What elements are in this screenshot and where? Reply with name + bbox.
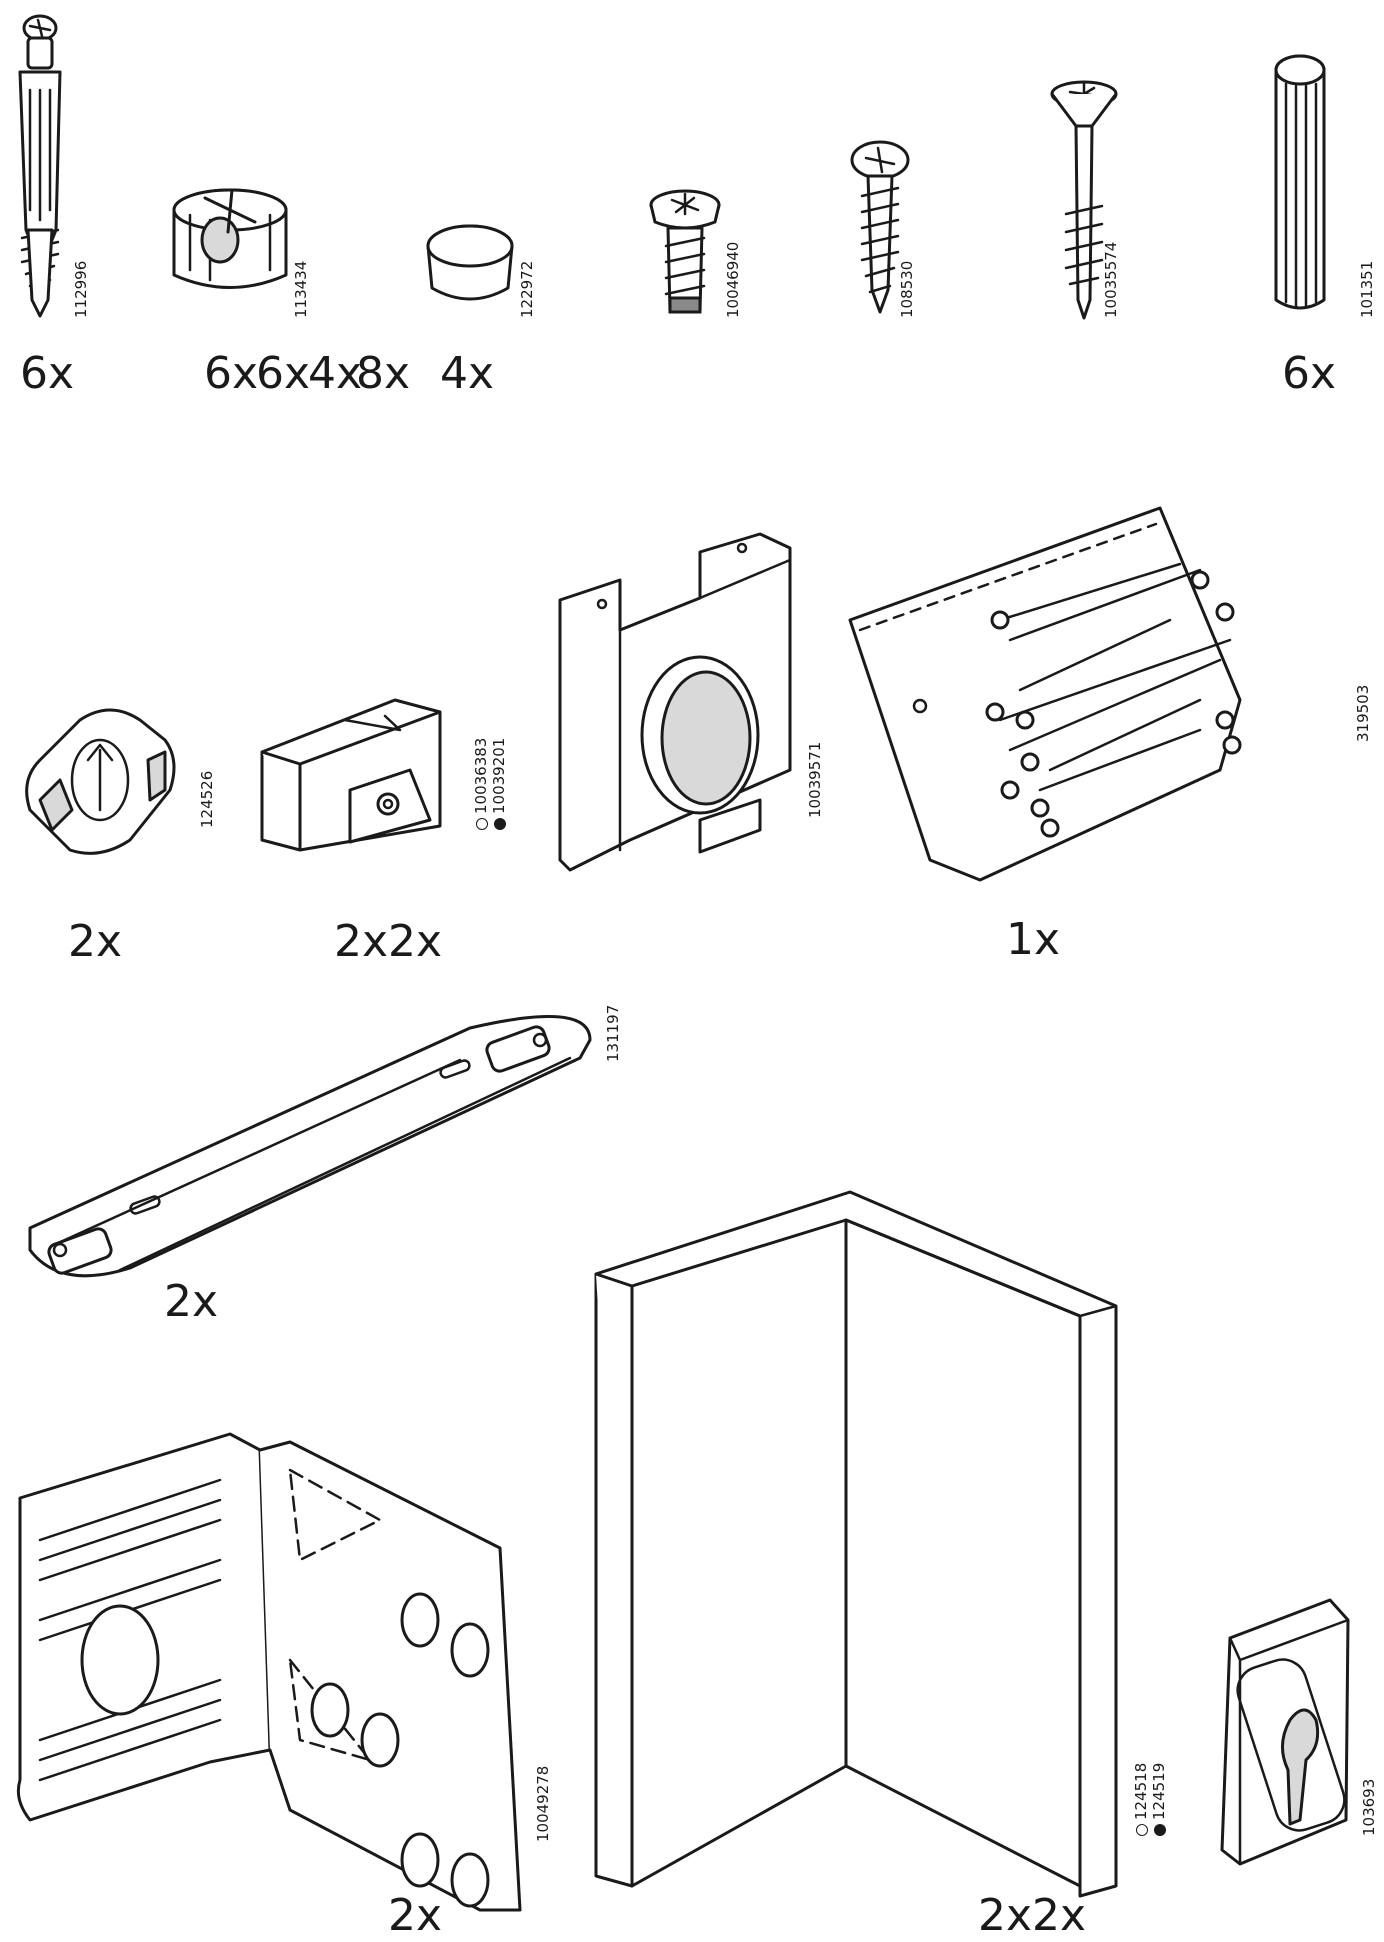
- code-p11: 319503: [1354, 684, 1372, 742]
- hanging-plate-icon: [560, 534, 790, 870]
- shelf-bracket-icon: [262, 700, 440, 850]
- qty-p4: 4x: [308, 348, 363, 399]
- angle-bracket-icon: [18, 1434, 520, 1910]
- qty-p1: 6x: [20, 348, 75, 399]
- code-p1: 112996: [72, 260, 90, 318]
- pan-head-screw-icon: [852, 142, 908, 312]
- code-p13: 10049278: [534, 1765, 552, 1842]
- short-screw-icon: [651, 191, 719, 312]
- qty-p2: 6x: [204, 348, 259, 399]
- code-p9-black: 10039201: [490, 737, 508, 814]
- code-p14-white: 124518: [1132, 1762, 1150, 1820]
- code-p5: 108530: [898, 260, 916, 318]
- qty-p5: 8x: [356, 348, 411, 399]
- cover-cap-icon: [428, 226, 512, 299]
- code-p15: 103693: [1360, 1778, 1378, 1836]
- black-finish-dot: [1153, 1824, 1166, 1836]
- code-p8: 124526: [198, 770, 216, 828]
- wooden-dowel-icon: [1276, 56, 1324, 308]
- code-p14a: 124518: [1132, 1762, 1150, 1836]
- qty-p12: 2x: [164, 1276, 219, 1327]
- code-p4: 10046940: [724, 241, 742, 318]
- cam-bolt-icon: [20, 16, 60, 316]
- code-p7: 101351: [1358, 260, 1376, 318]
- qty-p13: 2x: [388, 1890, 443, 1941]
- metal-strip-icon: [30, 1016, 590, 1275]
- corner-block-icon: [596, 1192, 1116, 1896]
- code-p2: 113434: [292, 260, 310, 318]
- qty-p9: 2x2x: [334, 916, 443, 967]
- qty-p6: 4x: [440, 348, 495, 399]
- qty-p11: 1x: [1006, 914, 1061, 965]
- qty-p3: 6x: [256, 348, 311, 399]
- code-p3: 122972: [518, 260, 536, 318]
- code-p14-black: 124519: [1150, 1762, 1168, 1820]
- code-p9-white: 10036383: [472, 737, 490, 814]
- nail-bag-icon: [850, 508, 1240, 880]
- code-p12: 131197: [604, 1004, 622, 1062]
- code-p10: 10039571: [806, 741, 824, 818]
- code-p9b: 10039201: [490, 737, 508, 830]
- code-p14b: 124519: [1150, 1762, 1168, 1836]
- qty-p8: 2x: [68, 916, 123, 967]
- cam-lock-icon: [174, 190, 286, 288]
- qty-p7: 6x: [1282, 348, 1337, 399]
- code-p9a: 10036383: [472, 737, 490, 830]
- code-p6: 10035574: [1102, 241, 1120, 318]
- keyhole-clip-icon: [1222, 1600, 1351, 1864]
- cam-clip-icon: [27, 710, 174, 853]
- countersunk-screw-icon: [1052, 82, 1116, 318]
- black-finish-dot: [493, 818, 506, 830]
- white-finish-dot: [1135, 1824, 1148, 1836]
- qty-p14: 2x2x: [978, 1890, 1087, 1941]
- white-finish-dot: [475, 818, 488, 830]
